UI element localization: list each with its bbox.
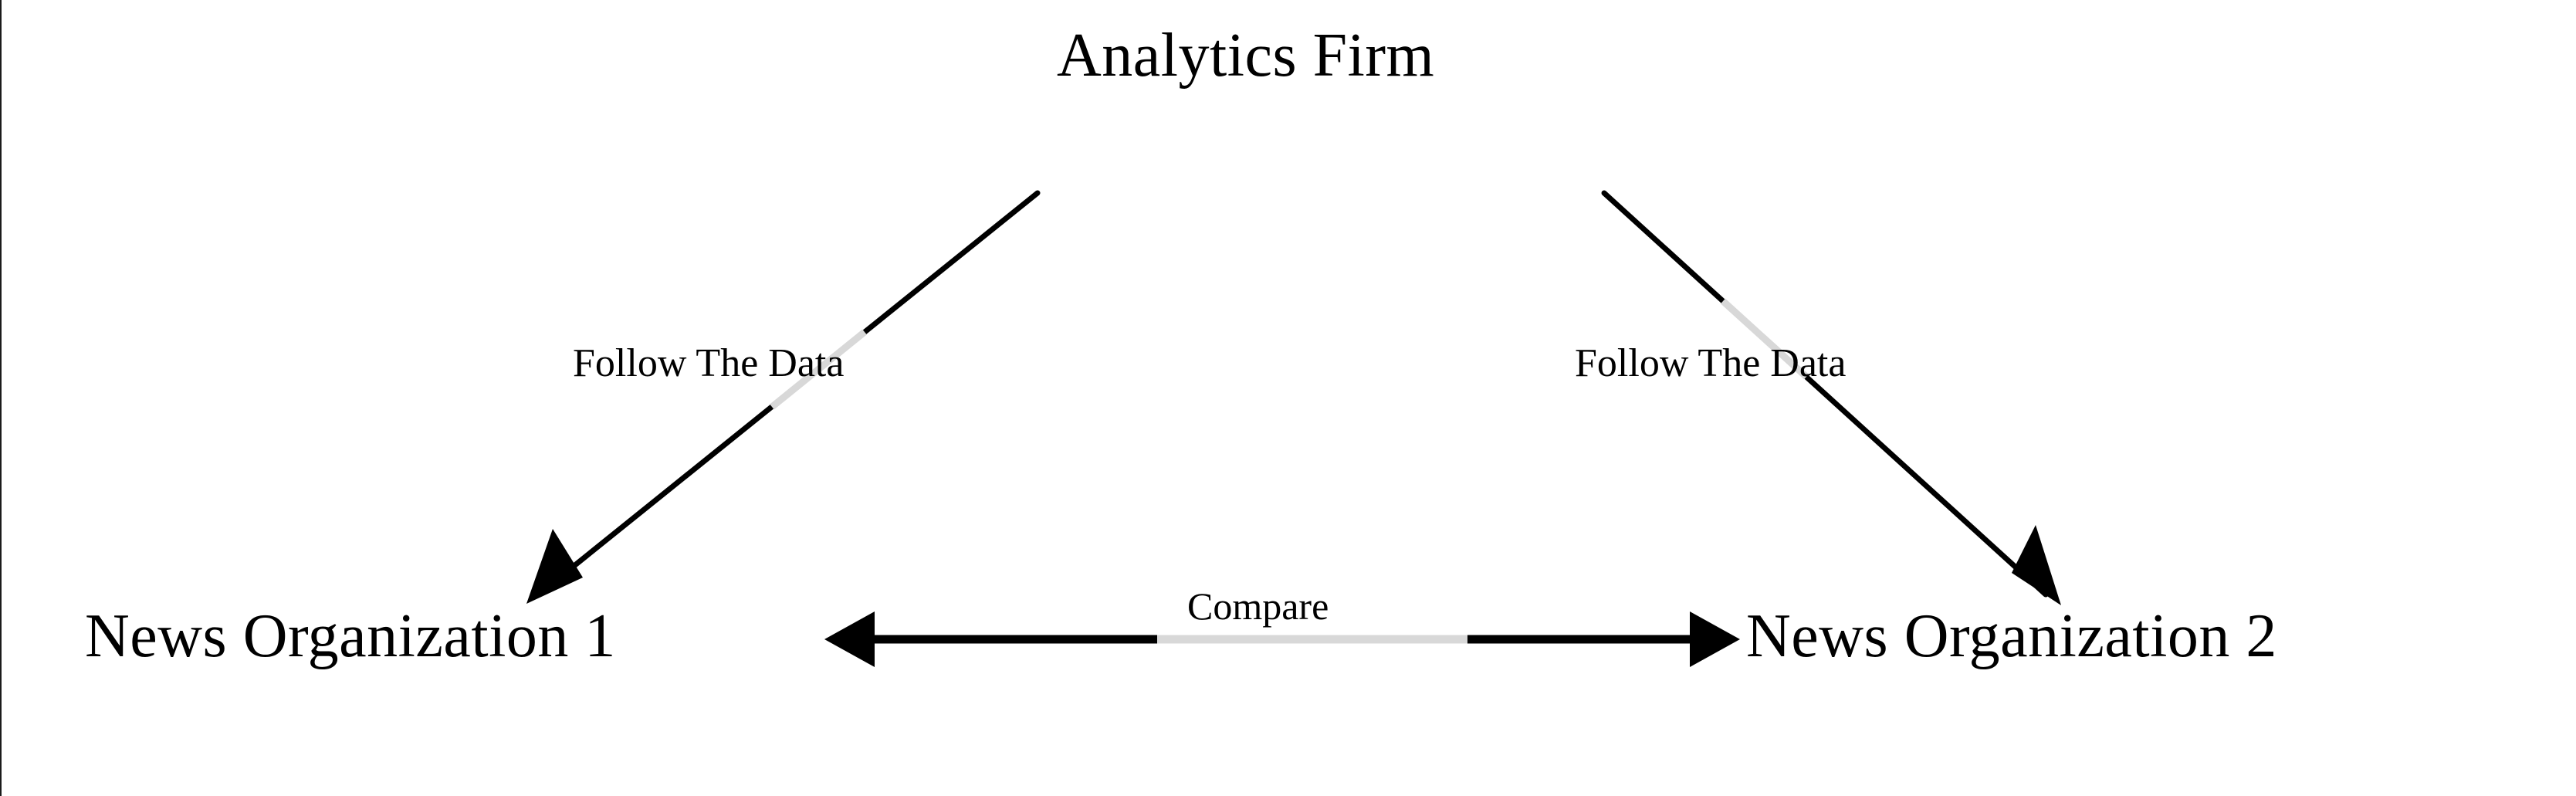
node-analytics-firm[interactable]: Analytics Firm	[1057, 22, 1435, 90]
node-news-organization-1[interactable]: News Organization 1	[85, 602, 616, 670]
edge-analytics-to-org2-arrowhead	[2012, 525, 2061, 605]
edge-label-follow-the-data-left: Follow The Data	[573, 341, 845, 385]
edge-analytics-to-org1-arrowhead	[526, 529, 583, 604]
edge-analytics-to-org1[interactable]	[526, 190, 1041, 604]
edge-analytics-to-org1-label-mask	[770, 329, 867, 410]
page-left-edge-rule	[0, 0, 2, 796]
edge-label-compare: Compare	[1187, 584, 1329, 628]
edge-label-follow-the-data-right: Follow The Data	[1575, 341, 1847, 385]
edge-analytics-to-org2[interactable]	[1601, 190, 2061, 605]
edge-org1-org2-compare[interactable]	[824, 611, 1740, 667]
edge-analytics-to-org2-line	[1601, 190, 2049, 598]
edge-compare-arrowhead-left	[824, 611, 875, 667]
edge-compare-arrowhead-right	[1690, 611, 1740, 667]
node-news-organization-2[interactable]: News Organization 2	[1746, 602, 2277, 670]
edge-analytics-to-org2-label-mask	[1720, 298, 1809, 380]
